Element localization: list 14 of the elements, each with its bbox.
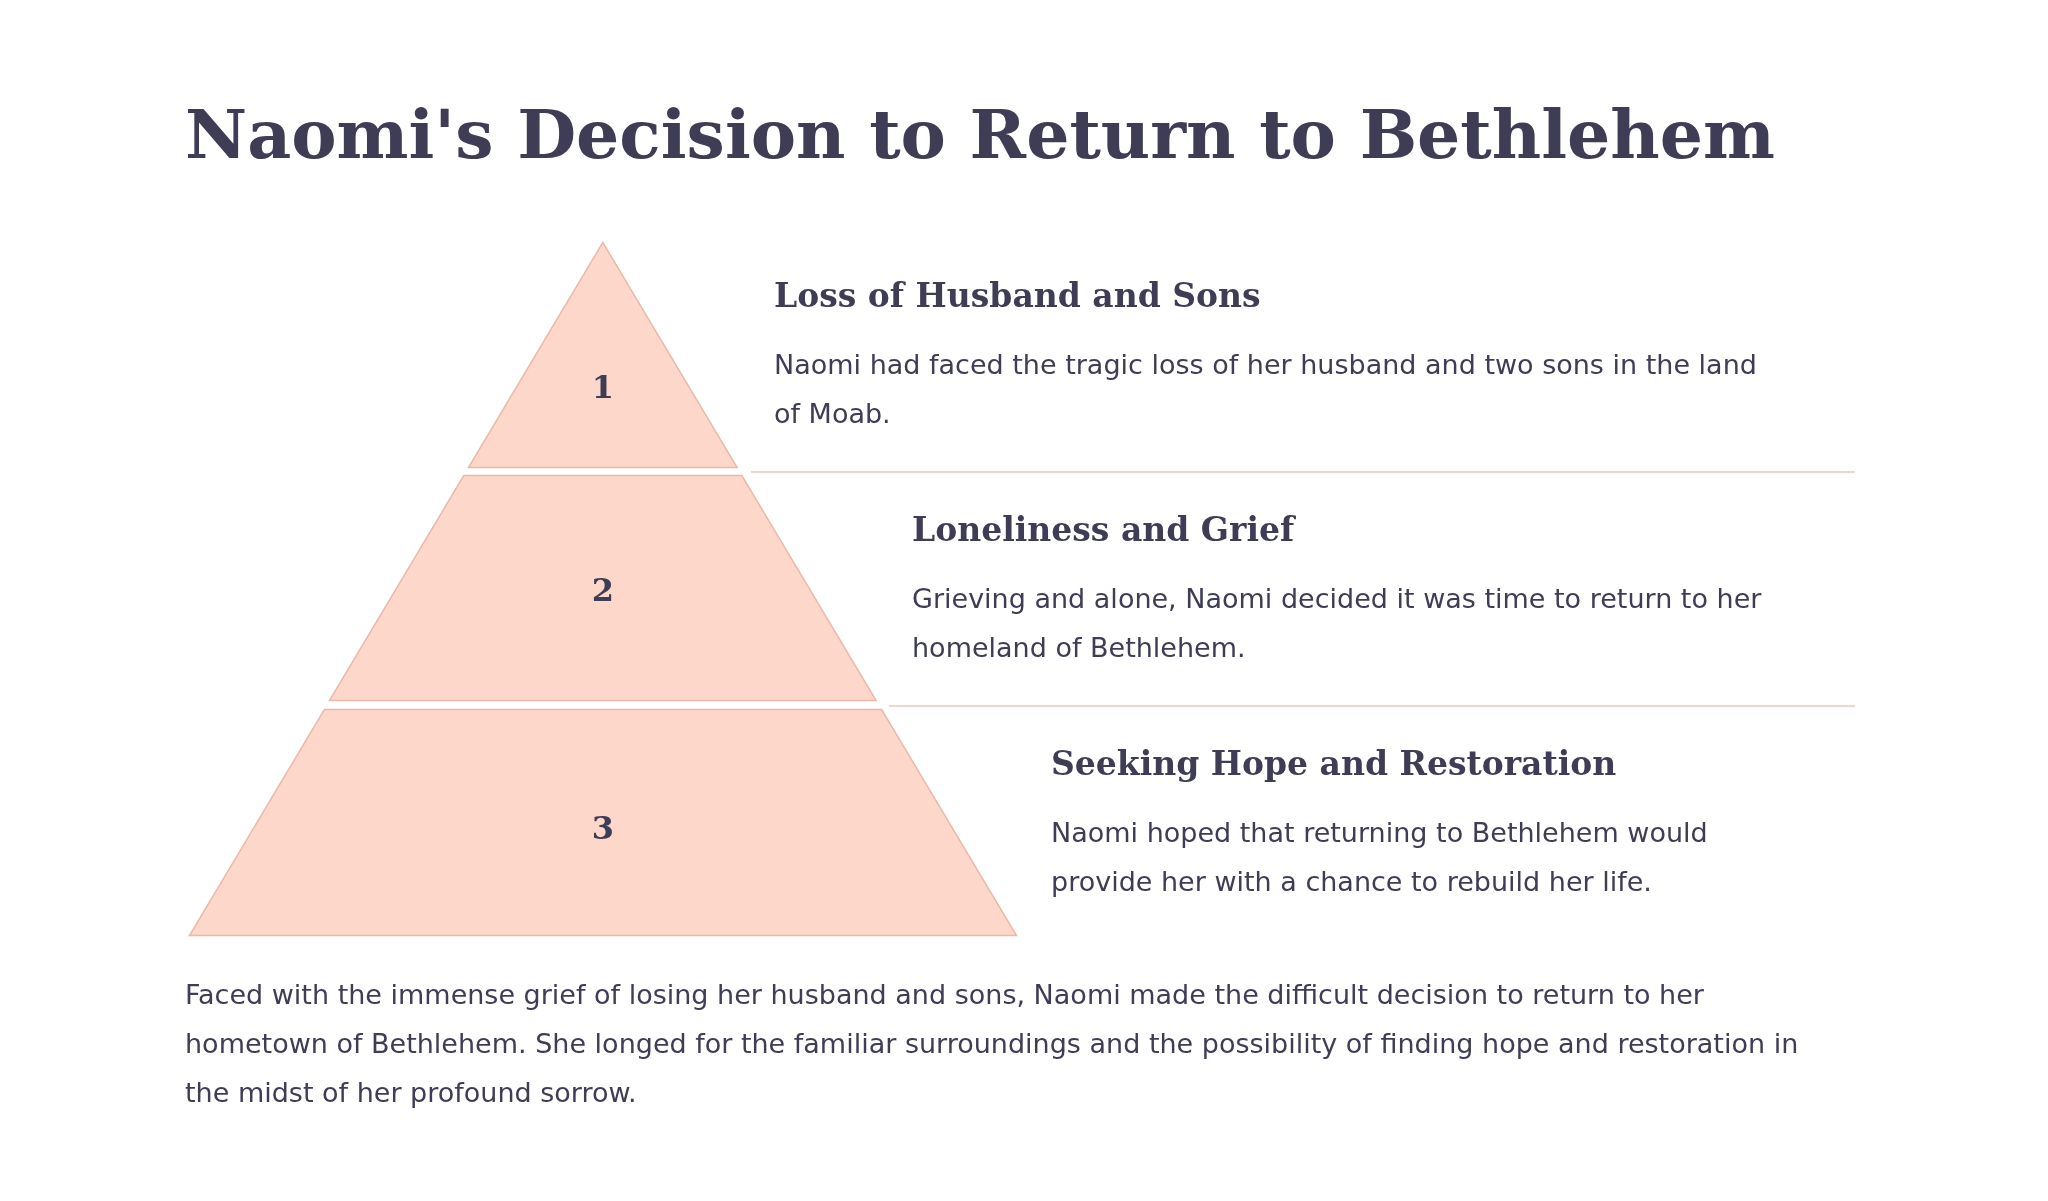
level-number: 1 — [591, 367, 615, 407]
pyramid-level — [329, 475, 877, 701]
level-number: 3 — [591, 808, 615, 848]
caption: Faced with the immense grief of losing her husband and sons, Naomi made the difficult decision to return to her hometown of Bethlehem. She longed for the familiar surroundings and the possibility of finding hope and restoration in the midst of her profound sorrow. — [185, 978, 1800, 1110]
title: Naomi's Decision to Return to Bethlehem — [185, 93, 1775, 176]
level-number: 2 — [591, 570, 615, 610]
level-heading: Loss of Husband and Sons — [774, 276, 1261, 316]
level-heading: Seeking Hope and Restoration — [1051, 744, 1617, 784]
level-description: Naomi had faced the tragic loss of her husband and two sons in the land of Moab. — [774, 347, 1758, 431]
level-description: Grieving and alone, Naomi decided it was time to return to her homeland of Bethlehem. — [912, 581, 1763, 665]
level-heading: Loneliness and Grief — [912, 510, 1295, 550]
pyramid-level — [468, 242, 738, 468]
pyramid-level — [189, 709, 1017, 936]
level-description: Naomi hoped that returning to Bethlehem would provide her with a chance to rebuild her life. — [1051, 815, 1709, 899]
